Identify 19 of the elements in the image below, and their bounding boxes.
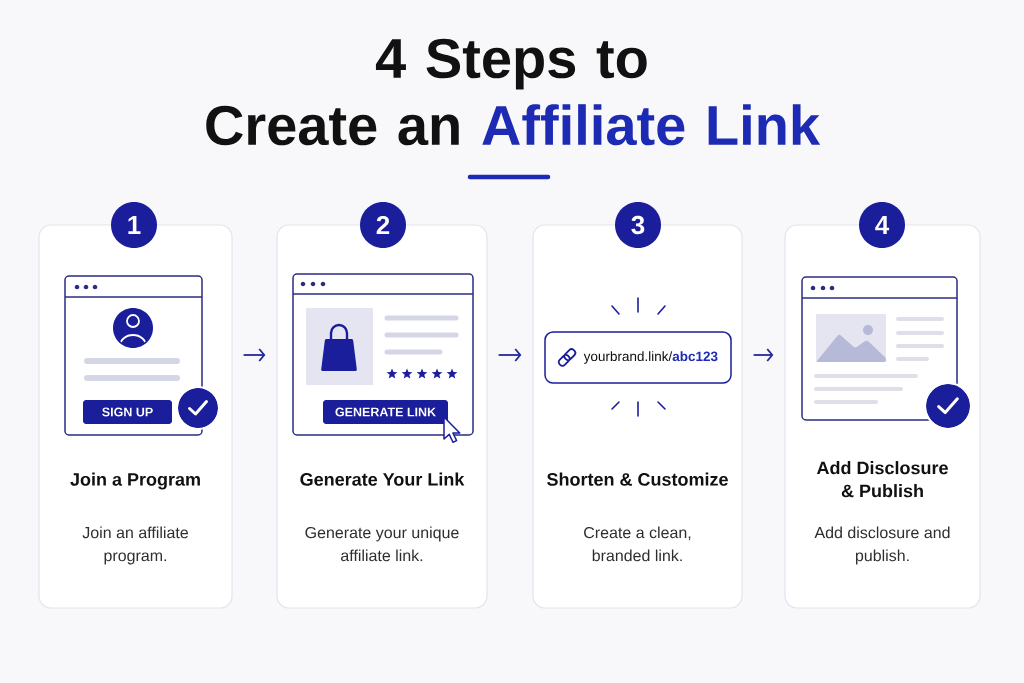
step-number: 4	[859, 202, 905, 248]
step-description: Add disclosure and publish.	[814, 526, 950, 565]
step-title: Add Disclosure & Publish	[816, 461, 948, 498]
step-title: Generate Your Link	[300, 472, 465, 486]
step-number: 1	[111, 202, 157, 248]
step-number: 2	[360, 202, 406, 248]
button: SIGN UP	[83, 400, 172, 424]
arrow	[497, 348, 522, 362]
step-title: Join a Program	[70, 472, 200, 490]
title: 4 Steps to Create an Affiliate Link	[206, 38, 821, 146]
arrow	[242, 348, 266, 362]
button: GENERATE LINK	[323, 400, 448, 424]
step-description: Join an affiliate program.	[82, 526, 188, 565]
step-description: Create a clean, branded link.	[584, 526, 691, 562]
step-number: 3	[615, 202, 661, 248]
url-field: yourbrand.link/abc123	[544, 331, 732, 384]
step-description: Generate your unique affiliate link.	[305, 526, 459, 562]
step-title: Shorten & Customize	[547, 472, 728, 486]
arrow	[752, 348, 774, 362]
